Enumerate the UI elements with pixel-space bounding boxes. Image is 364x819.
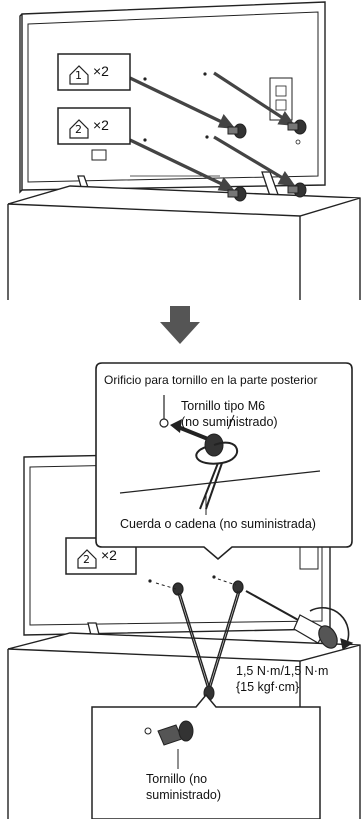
callout-cord-label: Cuerda o cadena (no suministrada) [120,517,316,531]
badge-1-count: ×2 [93,63,109,79]
house-icon [69,65,89,85]
badge-2-count: ×2 [93,117,109,133]
badge-1-number: 1 [75,69,82,82]
badge-1-box [57,53,131,91]
badge-2-number: 2 [75,123,82,136]
table-top [7,185,361,300]
torque-line1: 1,5 N·m/1,5 N·m [236,664,329,678]
callout-box [95,362,353,561]
callout-screw-line2: (no suministrado) [181,415,278,429]
house-icon [69,119,89,139]
callout-screw-line1: Tornillo tipo M6 [181,399,266,413]
down-arrow-icon [160,306,200,344]
inset-box [91,693,321,819]
bottom-illustration [7,362,361,819]
top-illustration [7,1,361,300]
badge-2-box [57,107,131,145]
torque-line2: {15 kgf·cm} [236,680,300,694]
screwdriver-icon [245,590,354,650]
callout-hole-label: Orificio para tornillo en la parte poste… [104,373,318,387]
inset-label-line1: Tornillo (no [146,772,208,786]
screw-icon [227,119,307,202]
badge-2b-number: 2 [83,553,90,566]
inset-label-line2: suministrado) [146,788,222,802]
badge-2b-count: ×2 [101,547,117,563]
house-icon [77,549,97,569]
